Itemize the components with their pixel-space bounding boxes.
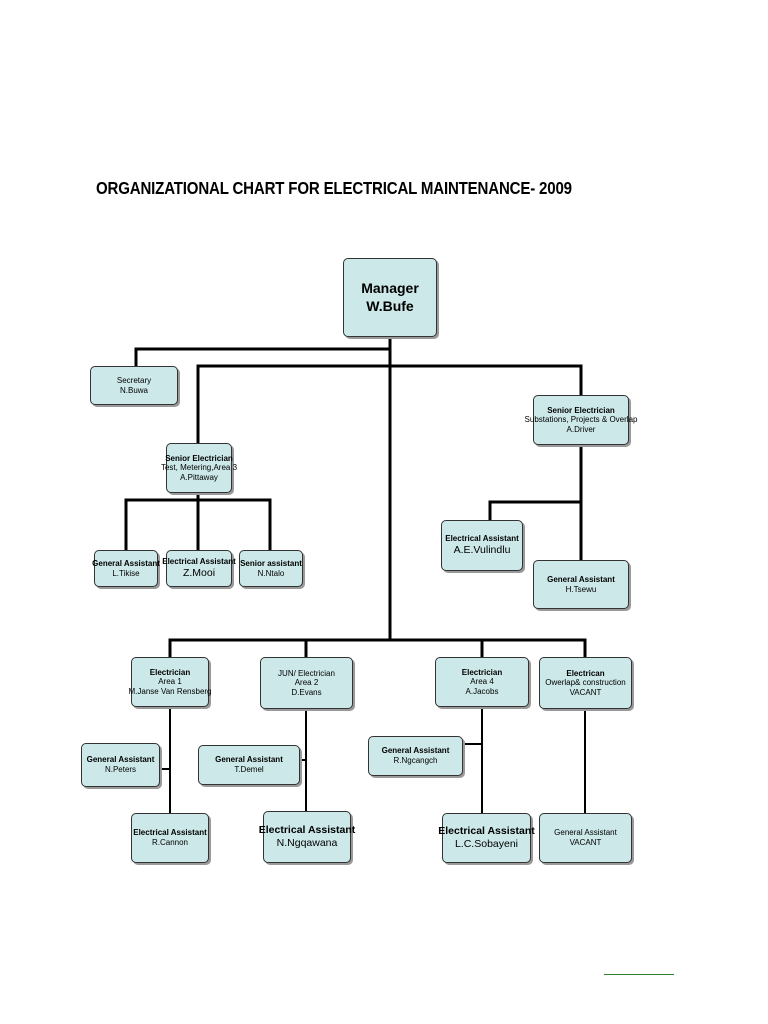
node-name: A.Pittaway xyxy=(180,472,218,482)
general-assistant-tsewu-box: General Assistant H.Tsewu xyxy=(533,560,629,609)
node-name: D.Evans xyxy=(291,687,322,697)
node-detail: Area 2 xyxy=(294,678,319,688)
node-role: Electrician xyxy=(461,667,503,677)
node-detail: Test, Metering,Area 3 xyxy=(160,463,238,473)
node-role: Senior assistant xyxy=(240,558,302,568)
node-name: N.Ngqawana xyxy=(276,837,338,849)
secretary-box: Secretary N.Buwa xyxy=(90,366,178,405)
node-name: VACANT xyxy=(569,838,602,847)
senior-electrician-substations-box: Senior Electrician Substations, Projects… xyxy=(525,395,637,445)
node-role: Electrical Assistant xyxy=(162,557,236,567)
node-role: General Assistant xyxy=(547,574,615,584)
footer-rule xyxy=(604,974,674,975)
node-detail: Owerlap& construction xyxy=(545,678,626,688)
senior-assistant-ntalo-box: Senior assistant N.Ntalo xyxy=(239,550,303,587)
node-name: T.Demel xyxy=(234,765,264,774)
node-role: General Assistant xyxy=(381,746,450,756)
jun-electrician-area2-box: JUN/ Electrician Area 2 D.Evans xyxy=(260,657,353,709)
node-name: R.Ngcangch xyxy=(393,756,438,765)
node-detail: Substations, Projects & Overlap xyxy=(524,415,638,425)
electrical-assistant-sobayeni-box: Electrical Assistant L.C.Sobayeni xyxy=(438,813,535,863)
node-name: L.C.Sobayeni xyxy=(454,838,519,850)
electrician-area1-box: Electrician Area 1 M.Janse Van Rensberg xyxy=(128,657,212,707)
node-name: A.Driver xyxy=(566,424,596,434)
node-role: Senior Electrician xyxy=(547,405,615,415)
node-name: L.Tikise xyxy=(112,568,140,578)
general-assistant-tikise-box: General Assistant L.Tikise xyxy=(92,550,160,587)
electrician-overlap-box: Electrican Owerlap& construction VACANT xyxy=(539,657,632,709)
node-role: General Assistant xyxy=(92,558,160,568)
electrical-assistant-cannon-box: Electrical Assistant R.Cannon xyxy=(131,813,209,863)
node-detail: Area 4 xyxy=(470,677,494,687)
node-name: Z.Mooi xyxy=(182,567,216,579)
node-role: General Assistant xyxy=(215,755,283,765)
node-role: Electrician xyxy=(149,667,191,677)
general-assistant-ngcangch-box: General Assistant R.Ngcangch xyxy=(368,736,463,776)
electrical-assistant-ngqawana-box: Electrical Assistant N.Ngqawana xyxy=(259,811,355,863)
node-name: VACANT xyxy=(569,687,602,697)
node-name: A.E.Vulindlu xyxy=(453,544,511,556)
node-name: A.Jacobs xyxy=(465,686,499,696)
general-assistant-vacant-box: General Assistant VACANT xyxy=(539,813,632,863)
node-role: General Assistant xyxy=(86,755,155,765)
node-role: Electrical Assistant xyxy=(133,828,207,838)
chart-title: ORGANIZATIONAL CHART FOR ELECTRICAL MAIN… xyxy=(96,178,572,198)
node-name: W.Bufe xyxy=(366,297,414,314)
node-name: R.Cannon xyxy=(151,838,189,847)
node-role: Manager xyxy=(361,280,419,296)
node-role: Electrican xyxy=(566,668,605,678)
node-role: Electrical Assistant xyxy=(438,825,535,838)
node-role: General Assistant xyxy=(554,828,617,838)
node-role: Secretary xyxy=(116,375,152,385)
node-name: H.Tsewu xyxy=(565,584,597,594)
node-role: Electrical Assistant xyxy=(258,824,356,837)
node-role: Senior Electrician xyxy=(165,453,233,463)
node-role: Electrical Assistant xyxy=(445,534,519,544)
node-detail: Area 1 xyxy=(158,677,182,687)
senior-electrician-test-box: Senior Electrician Test, Metering,Area 3… xyxy=(161,443,237,493)
electrical-assistant-mooi-box: Electrical Assistant Z.Mooi xyxy=(162,550,236,587)
general-assistant-demel-box: General Assistant T.Demel xyxy=(198,745,300,785)
node-name: N.Peters xyxy=(104,765,137,774)
general-assistant-peters-box: General Assistant N.Peters xyxy=(81,743,160,787)
manager-box: Manager W.Bufe xyxy=(343,258,437,337)
node-name: M.Janse Van Rensberg xyxy=(128,686,212,696)
electrical-assistant-vulindlu-box: Electrical Assistant A.E.Vulindlu xyxy=(441,520,523,571)
node-role: JUN/ Electrician xyxy=(278,668,335,678)
electrician-area4-box: Electrician Area 4 A.Jacobs xyxy=(435,657,529,707)
node-name: N.Ntalo xyxy=(257,568,285,578)
node-name: N.Buwa xyxy=(119,385,148,395)
